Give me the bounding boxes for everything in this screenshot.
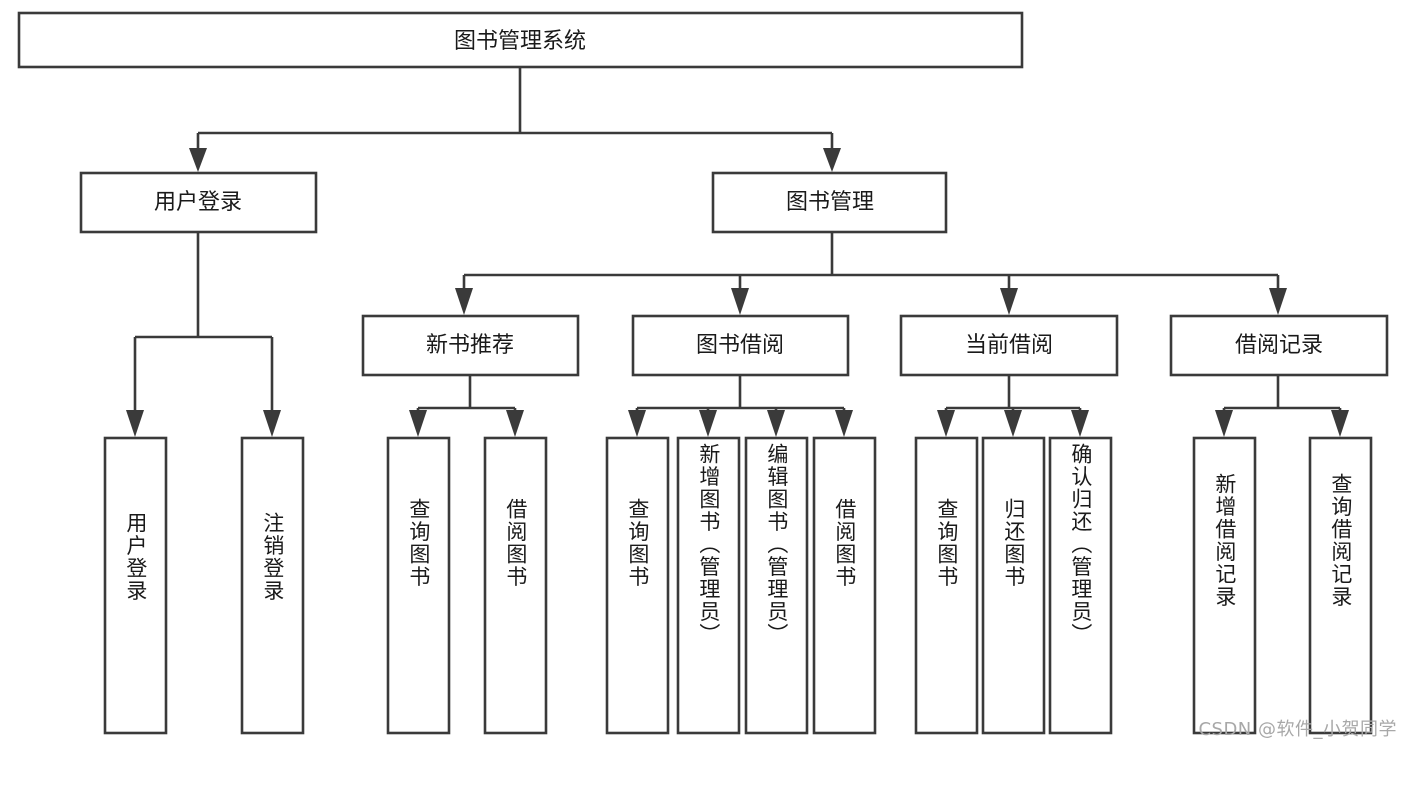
arrow-head-leaf-query-borrow-record [1331, 410, 1349, 437]
arrow-head-new-book-recommend [455, 288, 473, 315]
arrow-head-leaf-query-book-2 [628, 410, 646, 437]
node-book-management[interactable]: 图书管理 [711, 171, 948, 234]
arrow-head-leaf-borrow-book-1 [506, 410, 524, 437]
node-leaf-query-book-3-box[interactable] [914, 436, 979, 735]
arrow-head-leaf-borrow-book-2 [835, 410, 853, 437]
connector-group-user-login [126, 232, 281, 437]
watermark-text: CSDN @软件_小贺同学 [1198, 719, 1397, 740]
arrow-head-leaf-add-borrow-record [1215, 410, 1233, 437]
node-current-borrow[interactable]: 当前借阅 [899, 314, 1119, 377]
node-borrow-record[interactable]: 借阅记录 [1169, 314, 1389, 377]
node-borrow-record-box[interactable] [1169, 314, 1389, 377]
node-book-borrow-box[interactable] [631, 314, 850, 377]
connector-group-book-management [455, 232, 1287, 315]
node-book-management-box[interactable] [711, 171, 948, 234]
node-leaf-query-book-1-box[interactable] [386, 436, 451, 735]
node-book-borrow-label: 图书借阅 [696, 333, 784, 358]
node-new-book-recommend-box[interactable] [361, 314, 580, 377]
arrow-head-leaf-return-book [1004, 410, 1022, 437]
node-root-box[interactable] [17, 11, 1024, 69]
arrow-head-leaf-query-book-1 [409, 410, 427, 437]
node-new-book-recommend[interactable]: 新书推荐 [361, 314, 580, 377]
node-leaf-query-book-2-box[interactable] [605, 436, 670, 735]
connector-group-borrow-record [1215, 375, 1349, 437]
connector-group-root [189, 67, 841, 172]
node-root[interactable]: 图书管理系统 [17, 11, 1024, 69]
node-book-management-label: 图书管理 [786, 190, 874, 215]
node-user-login-label: 用户登录 [154, 190, 242, 215]
node-leaf-user-login-box[interactable] [103, 436, 168, 735]
arrow-head-leaf-edit-book-admin [767, 410, 785, 437]
arrow-head-book-management [823, 148, 841, 172]
tree-diagram-svg: 图书管理系统 用户登录 图书管理 新书推荐 图书借阅 当前借阅 借阅记录 [17, 11, 1389, 735]
arrow-head-leaf-query-book-3 [937, 410, 955, 437]
connector-group-book-borrow [628, 375, 853, 437]
node-leaf-logout-login-box[interactable] [240, 436, 305, 735]
node-root-label: 图书管理系统 [454, 29, 586, 54]
flowchart-diagram: 图书管理系统 用户登录 图书管理 新书推荐 图书借阅 当前借阅 借阅记录 [17, 11, 1397, 740]
arrow-head-user-login [189, 148, 207, 172]
arrow-head-leaf-user-login [126, 410, 144, 437]
arrow-head-current-borrow [1000, 288, 1018, 315]
node-user-login-box[interactable] [79, 171, 318, 234]
arrow-head-borrow-record [1269, 288, 1287, 315]
node-leaf-return-book-box[interactable] [981, 436, 1046, 735]
arrow-head-book-borrow [731, 288, 749, 315]
node-leaf-borrow-book-1-box[interactable] [483, 436, 548, 735]
node-leaf-add-borrow-record-box[interactable] [1192, 436, 1257, 735]
connector-group-current-borrow [937, 375, 1089, 437]
node-book-borrow[interactable]: 图书借阅 [631, 314, 850, 377]
node-current-borrow-label: 当前借阅 [965, 333, 1053, 358]
node-leaf-edit-book-admin-box[interactable] [744, 436, 809, 735]
node-borrow-record-label: 借阅记录 [1235, 333, 1323, 358]
node-leaf-query-borrow-record-box[interactable] [1308, 436, 1373, 735]
node-new-book-recommend-label: 新书推荐 [426, 333, 514, 358]
node-current-borrow-box[interactable] [899, 314, 1119, 377]
node-leaf-add-book-admin-box[interactable] [676, 436, 741, 735]
arrow-head-leaf-confirm-return-admin [1071, 410, 1089, 437]
node-leaf-confirm-return-admin-box[interactable] [1048, 436, 1113, 735]
node-leaf-borrow-book-2-box[interactable] [812, 436, 877, 735]
connector-group-new-book-recommend [409, 375, 524, 437]
arrow-head-leaf-logout-login [263, 410, 281, 437]
node-user-login[interactable]: 用户登录 [79, 171, 318, 234]
arrow-head-leaf-add-book-admin [699, 410, 717, 437]
